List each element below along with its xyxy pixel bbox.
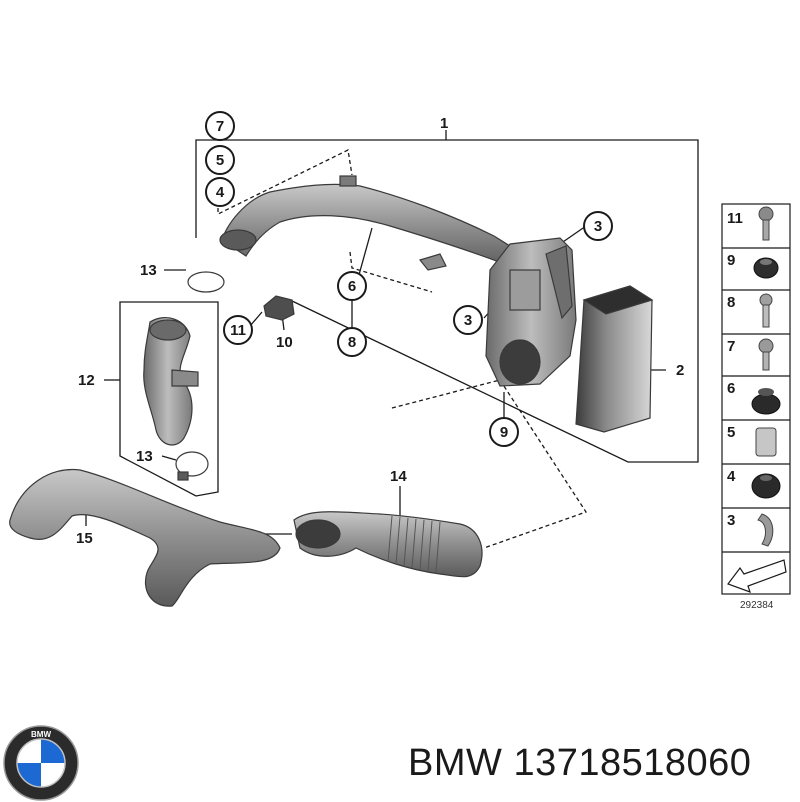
leader-lines xyxy=(85,130,699,549)
sleeve-icon xyxy=(755,427,777,457)
logo-lettering: BMW xyxy=(31,730,51,739)
callout-1: 1 xyxy=(440,115,448,132)
callout-3-lower: 3 xyxy=(464,312,472,329)
part-caption: BMW 13718518060 xyxy=(408,742,751,785)
air-filter-housing xyxy=(485,237,577,387)
callout-12: 12 xyxy=(78,372,95,389)
part-number: 13718518060 xyxy=(513,742,752,784)
callout-11: 11 xyxy=(230,322,246,339)
callout-14: 14 xyxy=(390,468,407,485)
callout-8: 8 xyxy=(348,334,356,351)
reference-number: 292384 xyxy=(740,600,774,611)
pin-icon xyxy=(759,293,773,328)
air-filter-element xyxy=(575,285,654,433)
legend-label-2: 8 xyxy=(727,294,735,311)
legend-label-6: 4 xyxy=(727,468,736,485)
callout-15: 15 xyxy=(76,530,93,547)
legend-label-3: 7 xyxy=(727,338,735,355)
callout-9: 9 xyxy=(500,424,508,441)
intake-duct-15 xyxy=(9,468,281,607)
callout-10: 10 xyxy=(276,334,293,351)
clamp-upper xyxy=(187,271,225,293)
callouts: 1 7 5 4 3 6 8 3 2 9 11 10 13 12 13 14 15 xyxy=(76,111,684,547)
callout-13-lower: 13 xyxy=(136,448,153,465)
callout-5: 5 xyxy=(216,152,224,169)
callout-6: 6 xyxy=(348,278,356,295)
sensor-bracket xyxy=(263,295,295,321)
legend-label-7: 3 xyxy=(727,512,735,529)
intake-bellows-14 xyxy=(293,511,483,578)
callout-2: 2 xyxy=(676,362,684,379)
intake-tube-12 xyxy=(143,317,199,446)
small-parts-legend: 11 9 8 7 6 5 4 xyxy=(721,203,791,611)
callout-3-upper: 3 xyxy=(594,218,602,235)
legend-label-4: 6 xyxy=(727,380,735,397)
legend-label-1: 9 xyxy=(727,252,735,269)
clamp-lower xyxy=(175,451,209,481)
callout-4: 4 xyxy=(216,184,225,201)
bushing-icon xyxy=(751,473,781,499)
grommet-icon xyxy=(753,257,779,279)
bolt-icon xyxy=(758,206,774,241)
callout-7: 7 xyxy=(216,118,224,135)
arrow-icon xyxy=(727,559,787,593)
brand-name: BMW xyxy=(408,742,503,784)
clip-icon xyxy=(757,513,774,547)
rubber-mount-icon xyxy=(751,388,781,415)
callout-13-upper: 13 xyxy=(140,262,157,279)
legend-label-0: 11 xyxy=(727,210,743,227)
screw-icon xyxy=(758,338,774,371)
bmw-logo: BMW xyxy=(3,725,79,801)
legend-label-5: 5 xyxy=(727,424,735,441)
